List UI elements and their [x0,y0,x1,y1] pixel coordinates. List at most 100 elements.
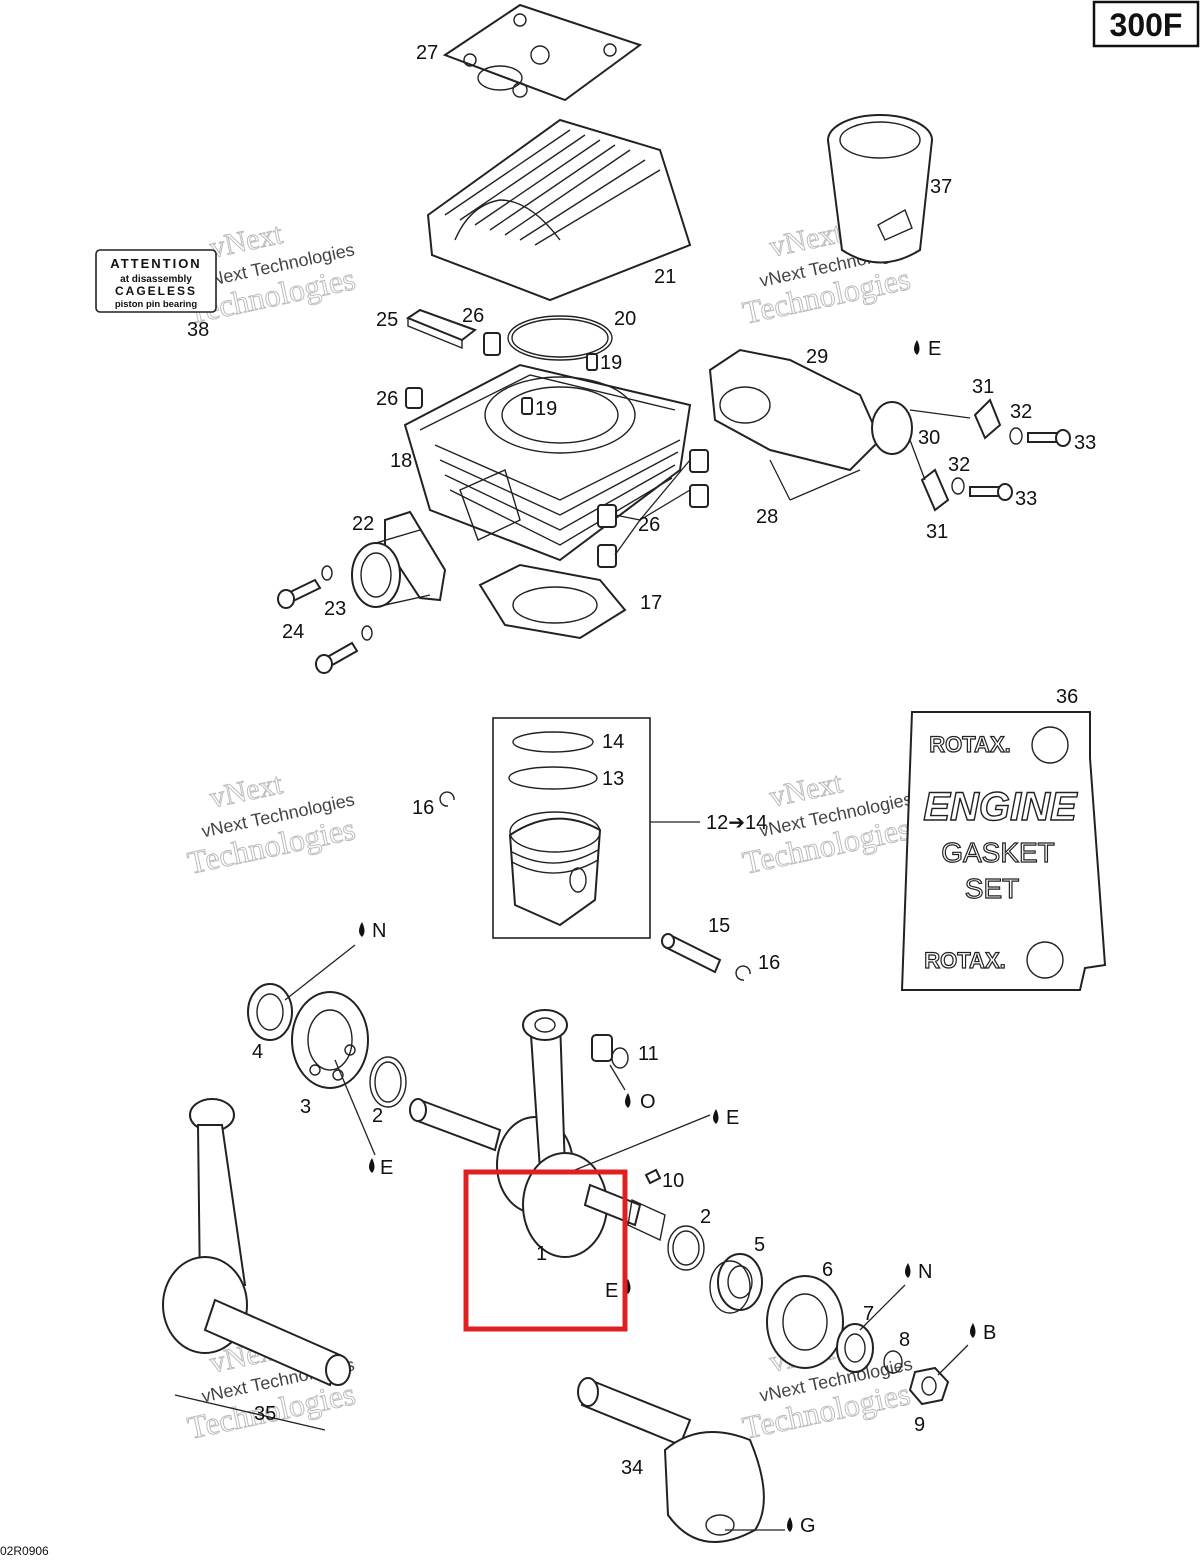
svg-text:E: E [726,1107,739,1129]
part-24-screws [277,578,359,674]
lubricant-marker-n-left: N [359,920,386,942]
part-26-clip-left [405,387,423,409]
callout-6: 6 [822,1259,833,1281]
part-38-attention-label: ATTENTION at disassembly CAGELESS piston… [95,249,217,313]
callout-7: 7 [863,1303,874,1325]
callout-30: 30 [918,427,940,449]
callout-32-bottom: 32 [948,454,970,476]
callout-33-bottom: 33 [1015,488,1037,510]
callout-19-cylinder: 19 [535,398,557,420]
part-29-exhaust-manifold [708,348,913,501]
lubricant-marker-b: B [970,1322,996,1344]
part-31-bracket-top [973,398,1002,440]
lubricant-markers: E N O E E E N B G [359,338,996,1537]
callout-26-left: 26 [376,388,398,410]
svg-text:N: N [918,1261,932,1283]
svg-text:ROTAX.: ROTAX. [929,732,1010,757]
callout-16-left: 16 [412,797,434,819]
callout-16-right: 16 [758,952,780,974]
callout-9: 9 [914,1414,925,1436]
diagram-ref-code: 02R0906 [0,1544,49,1558]
watermark-mid-left: vNext vNext Technologies Technologies [184,767,359,882]
svg-text:at disassembly: at disassembly [120,274,192,285]
part-7-oil-seal [836,1323,874,1373]
callout-37: 37 [930,176,952,198]
part-25-shim [405,308,478,350]
svg-text:O: O [640,1091,656,1113]
callout-31-bottom: 31 [926,521,948,543]
callout-8: 8 [899,1329,910,1351]
callout-12-to-14: 12➔14 [706,812,767,834]
part-26-clip-top [483,332,501,356]
svg-text:E: E [605,1280,618,1302]
callout-35: 35 [254,1403,276,1425]
lubricant-marker-n-right: N [905,1261,932,1283]
lubricant-marker-g: G [787,1515,816,1537]
highlight-box [463,1169,628,1332]
part-21-cylinder-head [426,118,692,302]
callout-15: 15 [708,915,730,937]
callout-36: 36 [1056,686,1078,708]
part-22-intake-flange [351,510,447,608]
callout-31-top: 31 [972,376,994,398]
part-32-washer-top [1009,427,1023,445]
callout-19-top: 19 [600,352,622,374]
part-9-nut [908,1366,950,1406]
callout-21: 21 [654,266,676,288]
svg-text:ATTENTION: ATTENTION [110,256,201,271]
part-36-gasket-set: ROTAX. ENGINE GASKET SET ROTAX. [900,711,1107,991]
part-20-oring [507,315,613,361]
callout-10: 10 [662,1170,684,1192]
callout-33-top: 33 [1074,432,1096,454]
callout-25: 25 [376,309,398,331]
callout-18: 18 [390,450,412,472]
lubricant-marker-e-top: E [914,338,941,360]
part-5-distance-ring [709,1253,763,1314]
callout-32-top: 32 [1010,401,1032,423]
callout-labels: 1 2 2 3 4 5 6 7 8 9 10 11 12➔14 13 14 15… [187,42,1096,1479]
part-8-lock-washer [883,1350,903,1374]
part-4-oil-seal [247,983,293,1041]
svg-text:E: E [928,338,941,360]
svg-text:E: E [380,1157,393,1179]
part-2-shim-left [369,1056,407,1108]
lubricant-marker-o: O [625,1091,656,1113]
part-18-cylinder [403,363,692,562]
callout-38: 38 [187,319,209,341]
part-35-connecting-rod [162,1098,351,1431]
callout-17: 17 [640,592,662,614]
part-2-shim-right [667,1225,705,1271]
callout-2-left: 2 [372,1105,383,1127]
diagram-code: 300F [1110,7,1183,43]
svg-text:SET: SET [965,873,1019,904]
callout-26-right: 26 [638,514,660,536]
part-34-crank-half [577,1377,785,1543]
part-17-base-gasket [478,563,627,640]
svg-text:ENGINE: ENGINE [923,785,1078,829]
part-27-head-gasket [442,3,643,102]
part-37-cylinder-sleeve [827,114,933,264]
callout-5: 5 [754,1234,765,1256]
callout-23: 23 [324,598,346,620]
svg-text:B: B [983,1322,996,1344]
callout-24: 24 [282,621,304,643]
part-1-crankshaft [409,1009,711,1258]
callout-20: 20 [614,308,636,330]
callout-29: 29 [806,346,828,368]
callout-2-right: 2 [700,1206,711,1228]
lubricant-marker-e-left: E [369,1157,393,1179]
callout-13: 13 [602,768,624,790]
callout-28: 28 [756,506,778,528]
part-11-needle-bearing [591,1034,629,1091]
svg-text:G: G [800,1515,816,1537]
part-23-washers [321,565,373,641]
part-33-screw-bottom [969,483,1013,501]
callout-22: 22 [352,513,374,535]
svg-text:GASKET: GASKET [941,837,1055,868]
part-3-ball-bearing [291,991,369,1089]
part-15-piston-pin [661,933,722,974]
part-32-washer-bottom [951,477,965,495]
part-16-circlip [439,791,751,981]
